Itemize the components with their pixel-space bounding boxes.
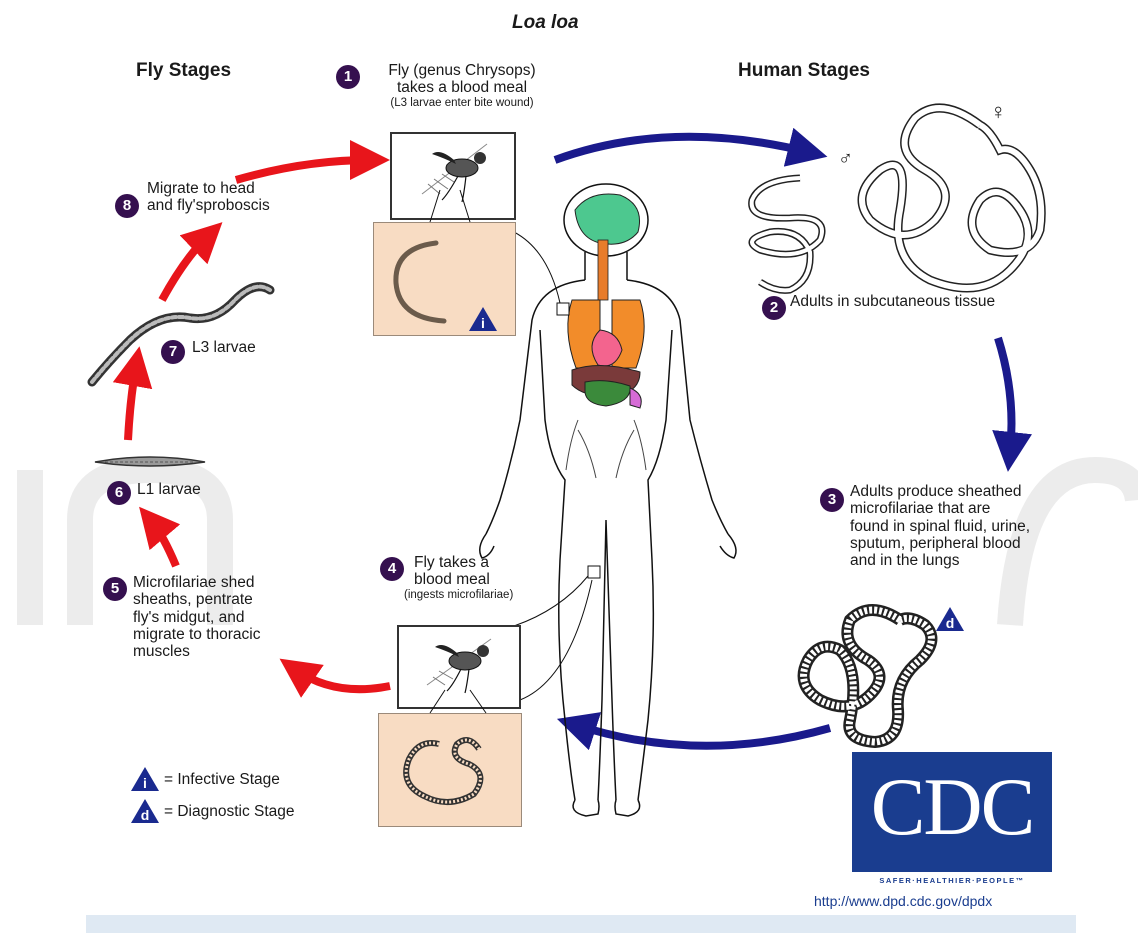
step-3-line-5: and in the lungs bbox=[850, 552, 1030, 569]
step-5-line-5: muscles bbox=[133, 643, 261, 660]
legend-infective-label: = Infective Stage bbox=[164, 771, 280, 788]
step-6-text: L1 larvae bbox=[137, 481, 201, 498]
step-8-text: Migrate to head and fly'sproboscis bbox=[147, 180, 270, 215]
cdc-url: http://www.dpd.cdc.gov/dpdx bbox=[814, 893, 992, 909]
step-7-text: L3 larvae bbox=[192, 339, 256, 356]
legend-diagnostic-icon: d bbox=[130, 798, 160, 824]
step-4-line-2: blood meal bbox=[404, 571, 513, 588]
step-1-badge: 1 bbox=[336, 65, 360, 89]
legend-infective-icon: i bbox=[130, 766, 160, 792]
cdc-tagline: SAFER·HEALTHIER·PEOPLE™ bbox=[852, 876, 1052, 885]
step-5-line-1: Microfilariae shed bbox=[133, 574, 261, 591]
infective-badge-label: i bbox=[481, 315, 485, 331]
step-1-text: Fly (genus Chrysops) takes a blood meal … bbox=[362, 62, 562, 110]
step-8-line-1: Migrate to head bbox=[147, 180, 270, 197]
step-4-subtext: (ingests microfilariae) bbox=[404, 589, 513, 602]
diagnostic-badge-label: d bbox=[946, 615, 955, 631]
step-6-badge: 6 bbox=[107, 481, 131, 505]
step-5-text: Microfilariae shed sheaths, pentrate fly… bbox=[133, 574, 261, 661]
step-3-text: Adults produce sheathed microfilariae th… bbox=[850, 483, 1030, 570]
step-2-text: Adults in subcutaneous tissue bbox=[790, 293, 995, 310]
step-4-badge: 4 bbox=[380, 557, 404, 581]
cdc-logo: CDC bbox=[852, 752, 1052, 872]
step-4-text: Fly takes a blood meal (ingests microfil… bbox=[404, 554, 513, 602]
step-4-line-1: Fly takes a bbox=[404, 554, 513, 571]
diagnostic-stage-badge: d bbox=[935, 606, 965, 632]
step-5-line-2: sheaths, pentrate bbox=[133, 591, 261, 608]
step-1-line-2: takes a blood meal bbox=[362, 79, 562, 96]
step-7-badge: 7 bbox=[161, 340, 185, 364]
legend-diagnostic-letter: d bbox=[141, 807, 150, 823]
step-1-subtext: (L3 larvae enter bite wound) bbox=[362, 97, 562, 110]
cdc-logo-text: CDC bbox=[852, 760, 1052, 854]
step-3-line-2: microfilariae that are bbox=[850, 500, 1030, 517]
step-3-badge: 3 bbox=[820, 488, 844, 512]
step-5-line-3: fly's midgut, and bbox=[133, 609, 261, 626]
step-3-line-4: sputum, peripheral blood bbox=[850, 535, 1030, 552]
step-1-line-1: Fly (genus Chrysops) bbox=[362, 62, 562, 79]
legend-infective-letter: i bbox=[143, 775, 147, 791]
step-2-badge: 2 bbox=[762, 296, 786, 320]
infective-stage-badge: i bbox=[468, 306, 498, 332]
step-3-line-3: found in spinal fluid, urine, bbox=[850, 518, 1030, 535]
step-3-line-1: Adults produce sheathed bbox=[850, 483, 1030, 500]
bottom-band bbox=[86, 915, 1076, 933]
step-5-badge: 5 bbox=[103, 577, 127, 601]
step-8-badge: 8 bbox=[115, 194, 139, 218]
step-5-line-4: migrate to thoracic bbox=[133, 626, 261, 643]
step-8-line-2: and fly'sproboscis bbox=[147, 197, 270, 214]
legend-diagnostic-label: = Diagnostic Stage bbox=[164, 803, 295, 820]
